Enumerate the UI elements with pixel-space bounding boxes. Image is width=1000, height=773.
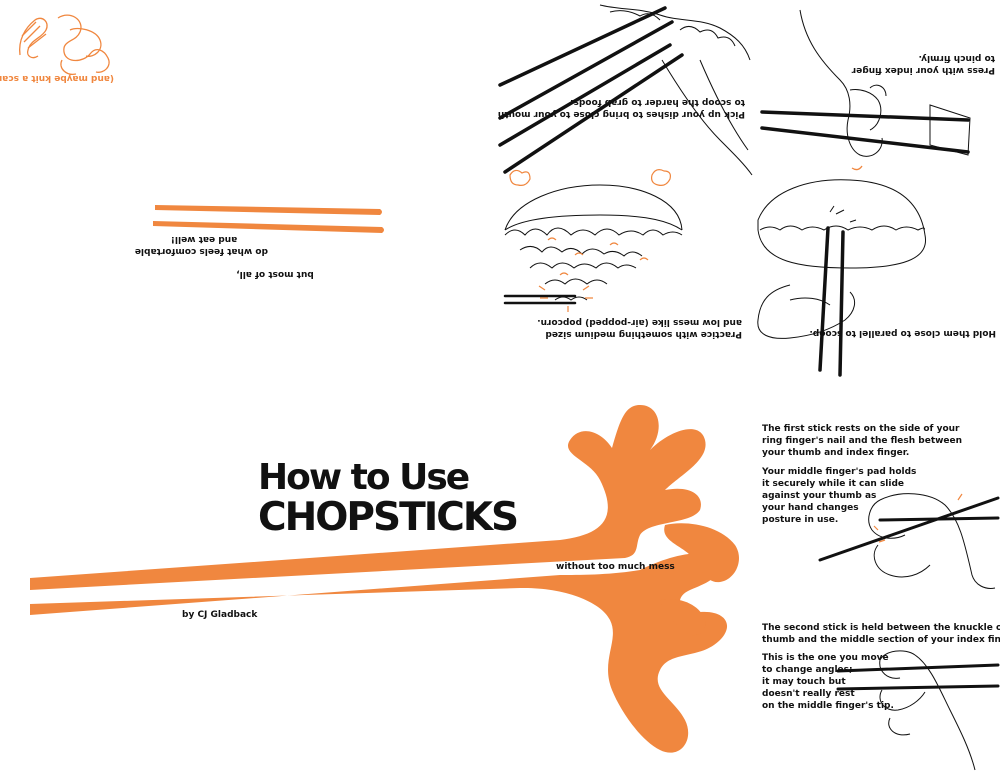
- second-stick-line-1: The second stick is held between the knu…: [762, 623, 1000, 633]
- closing-note-b: do what feels comfortable and eat well!: [134, 233, 268, 257]
- dome-bowl-illustration: [757, 179, 927, 339]
- press-chopsticks-icon: [760, 110, 970, 154]
- second-stick-instructions: The second stick is held between the knu…: [762, 622, 1000, 646]
- bowl-scoop-illustration: [599, 4, 753, 176]
- press-arrow-icon: [851, 165, 863, 171]
- hold-tip: Hold them close to parallel to scoop.: [809, 328, 996, 338]
- press-hand-illustration: [799, 9, 971, 157]
- middle-finger-line-4: your hand changes: [762, 503, 859, 513]
- popcorn-chopsticks-icon: [503, 294, 577, 305]
- title-line-1: How to Use: [258, 457, 470, 498]
- move-stick-line-5: on the middle finger's tip.: [762, 701, 894, 711]
- first-stick-line-2: ring finger's nail and the flesh between: [762, 436, 963, 446]
- middle-finger-line-2: it securely while it can slide: [762, 479, 905, 489]
- orange-splash-icon: [30, 405, 740, 753]
- second-stick-hand-illustration: [879, 650, 976, 771]
- pick-up-tip: Pick up your dishes to bring close to yo…: [497, 96, 745, 120]
- first-stick-chopstick-icon: [818, 496, 1000, 562]
- second-stick-line-2: thumb and the middle section of your ind…: [762, 635, 1000, 645]
- parallel-chopsticks-icon: [818, 226, 845, 377]
- cover-byline: by CJ Gladback: [182, 610, 258, 620]
- pick-up-line-2: to scoop the harder to grab foods.: [570, 97, 745, 107]
- practice-line-2: and low mess like (air-popped) popcorn.: [537, 317, 742, 327]
- first-stick-marks-icon: [873, 493, 963, 543]
- first-stick-line-1: The first stick rests on the side of you…: [762, 424, 960, 434]
- popcorn-bowl-illustration: [504, 184, 683, 301]
- first-stick-instructions: The first stick rests on the side of you…: [762, 423, 962, 459]
- press-tip: Press with your index finger to pinch fi…: [845, 52, 995, 76]
- press-line-1: Press with your index finger: [851, 65, 995, 75]
- first-stick-hand-illustration: [868, 493, 996, 589]
- second-stick-chopstick-icon: [836, 663, 1000, 691]
- middle-finger-instructions: Your middle finger's pad holds it secure…: [762, 466, 916, 526]
- closing-line-1: but most of all,: [236, 269, 314, 279]
- closing-line-2: do what feels comfortable: [134, 246, 268, 256]
- long-chopsticks-icon: [498, 6, 684, 174]
- middle-finger-line-5: posture in use.: [762, 515, 839, 525]
- food-bits-icon: [829, 205, 857, 223]
- press-line-2: to pinch firmly.: [918, 53, 995, 63]
- practice-line-1: Practice with something medium sized: [545, 329, 742, 339]
- move-stick-line-1: This is the one you move: [762, 653, 889, 663]
- scarf-note: (and maybe knit a scarf!): [0, 73, 114, 83]
- move-stick-line-2: to change angles;: [762, 665, 853, 675]
- move-stick-line-4: doesn't really rest: [762, 689, 855, 699]
- middle-finger-line-3: against your thumb as: [762, 491, 877, 501]
- practice-tip: Practice with something medium sized and…: [502, 316, 742, 340]
- middle-finger-line-1: Your middle finger's pad holds: [762, 467, 917, 477]
- title-line-2: CHOPSTICKS: [258, 495, 519, 540]
- popcorn-kernels-icon: [509, 169, 671, 312]
- small-chopsticks-icon: [153, 205, 384, 233]
- first-stick-line-3: your thumb and index finger.: [762, 448, 910, 458]
- cover-title: How to Use CHOPSTICKS: [258, 457, 519, 540]
- closing-line-3: and eat well!: [170, 234, 238, 244]
- move-stick-line-3: it may touch but: [762, 677, 846, 687]
- yarn-doodle-icon: [19, 14, 110, 75]
- move-stick-instructions: This is the one you move to change angle…: [762, 652, 894, 712]
- pick-up-line-1: Pick up your dishes to bring close to yo…: [497, 109, 745, 119]
- closing-note-a: but most of all,: [220, 268, 330, 280]
- cover-subtitle: without too much mess: [556, 562, 675, 572]
